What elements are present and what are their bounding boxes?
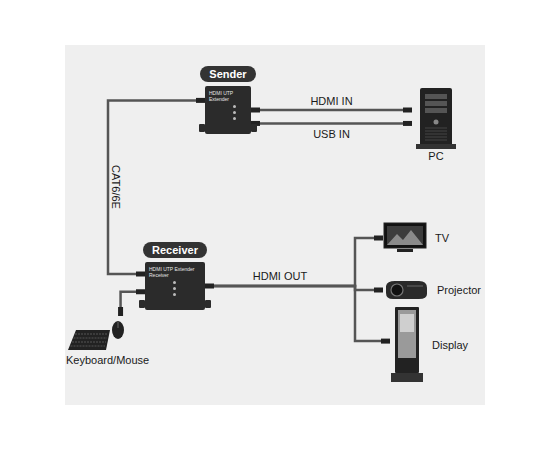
cable <box>205 238 383 286</box>
pc-tower: PC <box>412 86 460 162</box>
tv-icon <box>383 222 427 254</box>
pc-feet <box>416 144 456 149</box>
cable-label: HDMI OUT <box>251 270 309 282</box>
key-row <box>74 338 108 339</box>
cable-plug <box>118 307 123 316</box>
key-row <box>75 334 108 335</box>
projector-icon <box>383 278 429 302</box>
projector-body <box>386 281 427 299</box>
status-led <box>233 111 236 114</box>
sender-device: SenderHDMI UTP Extender <box>198 66 258 134</box>
vent-line <box>425 134 447 135</box>
vent-line <box>425 131 447 132</box>
status-led <box>173 281 176 284</box>
vent-line <box>425 140 447 141</box>
node-label: Keyboard/Mouse <box>66 354 149 366</box>
tv-image <box>387 230 423 245</box>
mouse-button <box>118 322 119 328</box>
display-kiosk: Display <box>390 306 468 384</box>
status-led <box>173 293 176 296</box>
cable <box>121 292 145 316</box>
projector: Projector <box>383 278 481 302</box>
cable-plug <box>196 98 205 103</box>
tv-stand <box>397 249 413 252</box>
device-print: HDMI UTP Extender <box>209 90 247 102</box>
keyboard-icon <box>66 316 128 354</box>
key-row <box>72 342 106 343</box>
node-label: TV <box>435 232 449 244</box>
mount-ear <box>251 124 257 132</box>
kiosk-frame <box>395 307 419 373</box>
tv-screen: TV <box>383 222 449 254</box>
cable-plug <box>403 108 412 113</box>
status-led <box>233 105 236 108</box>
device-body: HDMI UTP Extender <box>205 86 251 134</box>
drive-bay <box>425 108 447 113</box>
device-heading: Sender <box>200 66 255 82</box>
keyboard <box>68 330 110 350</box>
node-label: PC <box>428 150 443 162</box>
keyboard-mouse: Keyboard/Mouse <box>66 316 149 366</box>
cable-plug <box>374 236 383 241</box>
cable-label: CAT6/6E <box>110 163 122 211</box>
drive-bay <box>425 94 447 99</box>
node-label: Display <box>432 339 468 351</box>
node-label: Projector <box>437 284 481 296</box>
mouse <box>112 321 124 339</box>
vent-line <box>425 137 447 138</box>
pc-icon <box>412 86 460 150</box>
cable-label: USB IN <box>311 128 352 140</box>
status-led <box>233 117 236 120</box>
cable-label: HDMI IN <box>308 95 354 107</box>
power-button <box>434 120 439 125</box>
tv-frame <box>384 223 426 248</box>
cable-plug <box>136 272 145 277</box>
cable-plug <box>251 108 260 113</box>
projector-lens <box>391 284 403 296</box>
cable <box>205 286 390 341</box>
receiver-device: ReceiverHDMI UTP Extender Receiver <box>140 242 210 310</box>
cable-plug <box>205 284 214 289</box>
display-icon <box>390 306 424 384</box>
mount-ear <box>205 300 211 308</box>
cable <box>251 122 412 125</box>
drive-bay <box>425 101 447 106</box>
mount-ear <box>199 124 205 132</box>
projector-vent <box>407 286 423 287</box>
status-led <box>173 287 176 290</box>
cable-plug <box>403 121 412 126</box>
mount-ear <box>139 300 145 308</box>
kiosk-screen <box>398 310 416 358</box>
cable-plug <box>381 339 390 344</box>
tv-picture <box>387 226 423 245</box>
cable <box>251 109 412 112</box>
cable-plug <box>136 289 145 294</box>
device-heading: Receiver <box>143 242 207 258</box>
kiosk-base <box>391 373 423 382</box>
key-row <box>71 346 106 347</box>
cable-plug <box>374 288 383 293</box>
device-print: HDMI UTP Extender Receiver <box>149 266 201 278</box>
device-body: HDMI UTP Extender Receiver <box>145 262 205 310</box>
background-panel <box>65 45 485 405</box>
vent-line <box>425 128 447 129</box>
kiosk-image <box>400 314 414 332</box>
pc-case <box>420 88 452 146</box>
